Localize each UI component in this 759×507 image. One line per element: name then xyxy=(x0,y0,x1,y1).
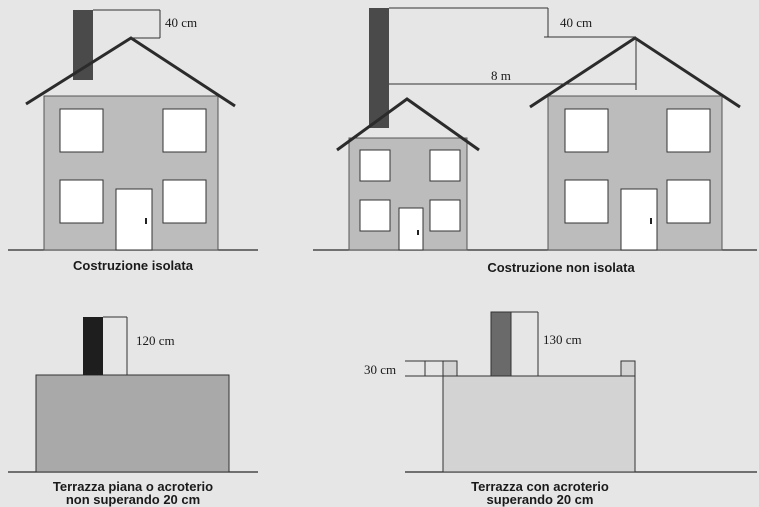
window xyxy=(162,108,207,153)
door xyxy=(398,207,424,251)
door-handle xyxy=(417,230,419,235)
window xyxy=(162,179,207,224)
dim-label-parapet-height: 30 cm xyxy=(364,362,396,377)
parapet xyxy=(442,360,458,377)
chimney xyxy=(83,317,103,375)
window xyxy=(429,149,461,182)
parapet xyxy=(620,360,636,377)
dim-label-not-isolated: 40 cm xyxy=(560,15,592,30)
door-handle xyxy=(145,218,147,224)
dim-label-parapet-chimney: 130 cm xyxy=(543,332,582,347)
building-block xyxy=(442,375,636,473)
dim-label-flat: 120 cm xyxy=(136,333,175,348)
dim-label-distance: 8 m xyxy=(491,68,511,83)
non-isolated-houses: 40 cm 8 m xyxy=(313,7,757,251)
window xyxy=(564,179,609,224)
caption-flat-line2: non superando 20 cm xyxy=(65,492,201,507)
window xyxy=(564,108,609,153)
window xyxy=(359,149,391,182)
chimney xyxy=(369,8,389,128)
caption-flat-line1: Terrazza piana o acroterio xyxy=(52,479,214,494)
building-block xyxy=(35,374,230,473)
window xyxy=(59,108,104,153)
roof xyxy=(336,97,480,152)
chimney xyxy=(73,10,93,80)
caption-parapet-line2: superando 20 cm xyxy=(486,492,594,507)
window xyxy=(359,199,391,232)
door-handle xyxy=(650,218,652,224)
flat-roof-building: 120 cm xyxy=(8,316,258,473)
window xyxy=(666,179,711,224)
chimney xyxy=(490,311,512,377)
dim-label-isolated: 40 cm xyxy=(165,15,197,30)
isolated-house: 40 cm xyxy=(8,9,258,251)
window xyxy=(666,108,711,153)
caption-not-isolated: Costruzione non isolata xyxy=(487,260,635,275)
parapet-building: 130 cm 30 cm xyxy=(364,311,757,473)
caption-isolated: Costruzione isolata xyxy=(73,258,193,273)
window xyxy=(59,179,104,224)
window xyxy=(429,199,461,232)
caption-parapet-line1: Terrazza con acroterio xyxy=(471,479,609,494)
